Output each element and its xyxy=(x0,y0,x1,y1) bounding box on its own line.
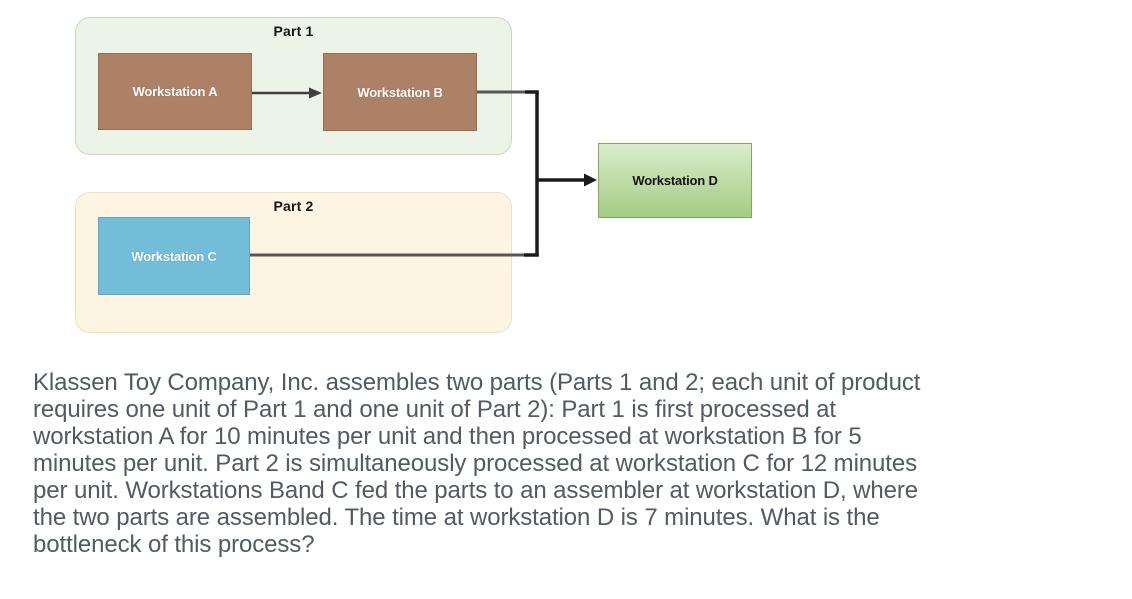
question-line: bottleneck of this process? xyxy=(33,531,315,558)
arrowhead-icon xyxy=(584,173,597,187)
question-line: workstation A for 10 minutes per unit an… xyxy=(33,423,862,450)
workstation-c-node: Workstation C xyxy=(98,217,250,295)
workstation-a-node: Workstation A xyxy=(98,53,252,130)
workstation-b-node: Workstation B xyxy=(323,53,477,131)
question-paragraph: Klassen Toy Company, Inc. assembles two … xyxy=(33,369,1073,558)
edge-junction-vertical xyxy=(524,90,539,257)
workstation-d-label: Workstation D xyxy=(632,173,718,188)
question-line: per unit. Workstations Band C fed the pa… xyxy=(33,477,919,504)
part1-group-label: Part 1 xyxy=(273,23,314,39)
question-line: minutes per unit. Part 2 is simultaneous… xyxy=(33,450,918,477)
workstation-a-label: Workstation A xyxy=(132,84,218,99)
edge-junction-to-d xyxy=(537,173,597,187)
workstation-d-node: Workstation D xyxy=(598,143,752,218)
question-line: the two parts are assembled. The time at… xyxy=(33,504,880,531)
question-line: Klassen Toy Company, Inc. assembles two … xyxy=(33,369,921,396)
workstation-b-label: Workstation B xyxy=(357,84,443,100)
question-line: requires one unit of Part 1 and one unit… xyxy=(33,396,837,423)
part2-group-label: Part 2 xyxy=(273,198,314,214)
workstation-c-label: Workstation C xyxy=(131,248,217,264)
